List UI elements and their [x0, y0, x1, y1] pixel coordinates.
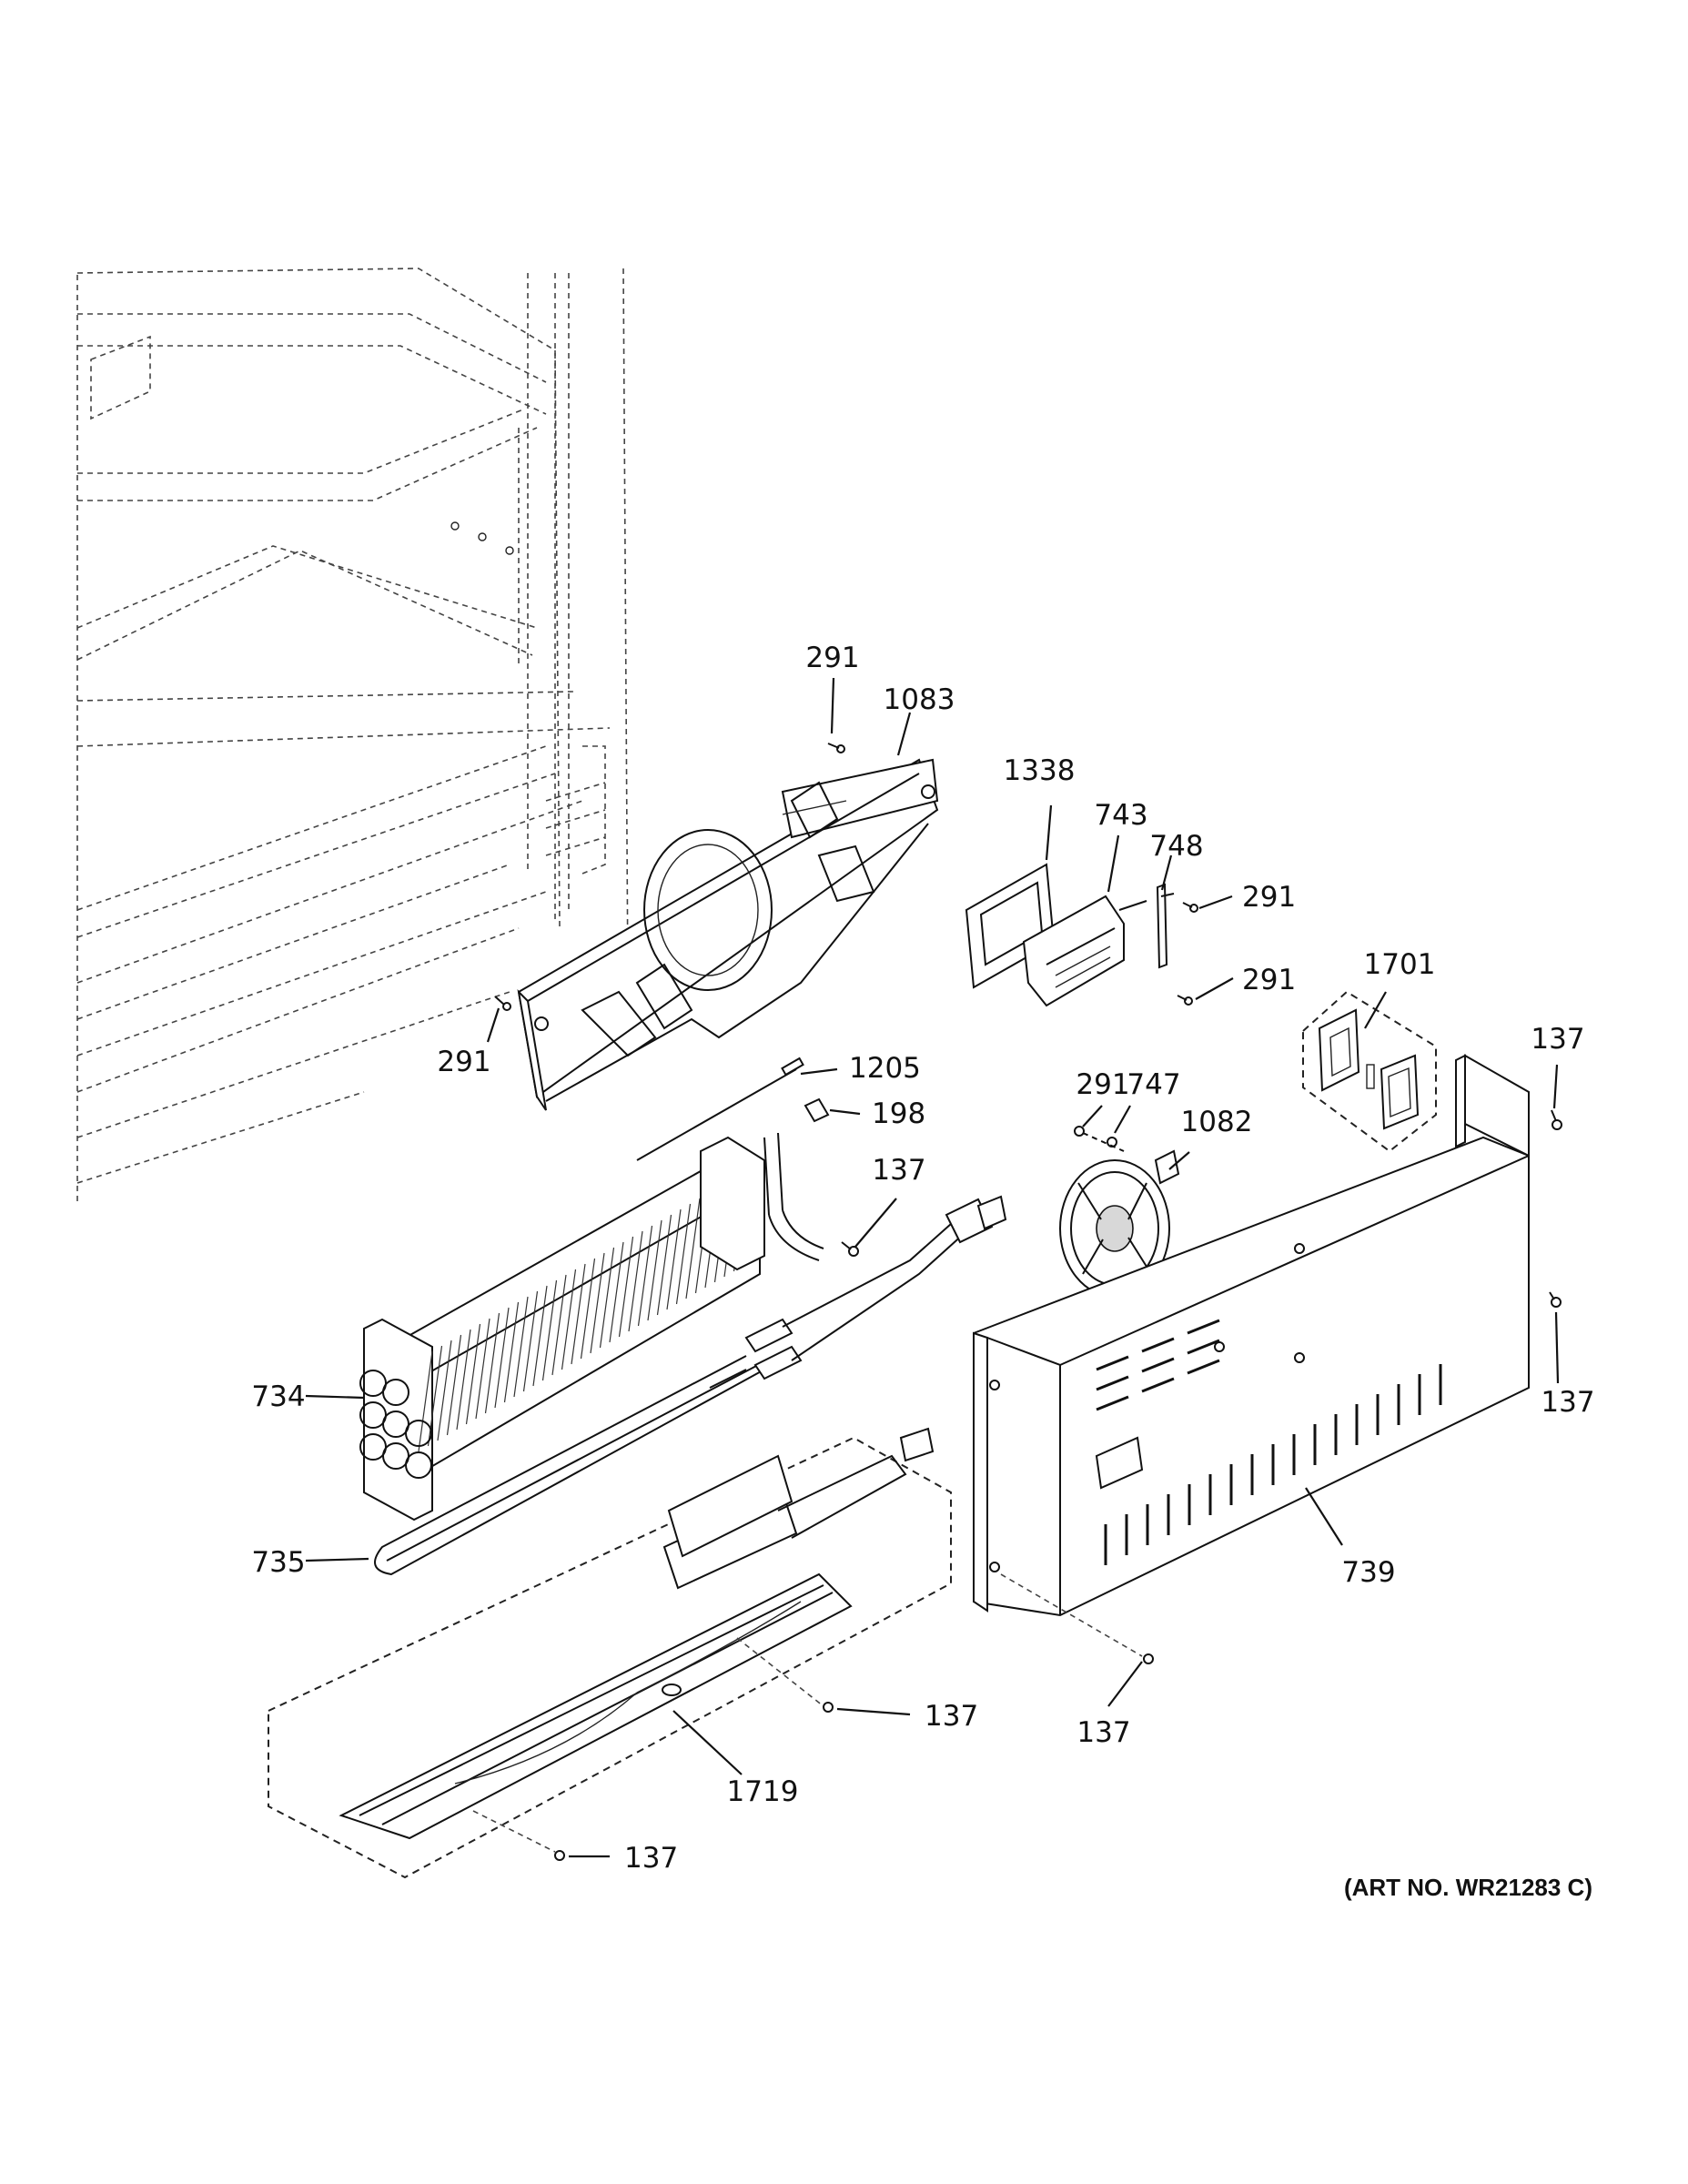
label-137-pan-top: 137: [925, 1700, 978, 1733]
label-1205: 1205: [849, 1052, 921, 1085]
coil-fin: [494, 1307, 510, 1409]
coil-fin: [475, 1318, 490, 1420]
screw-291-cover-left: [494, 996, 511, 1011]
part-labels: 291 1083 1338 743 748 291 291 1701 137 2…: [251, 642, 1594, 1875]
screw-137-top-right: [1551, 1109, 1562, 1130]
coil-fin: [656, 1214, 672, 1316]
cabinet-outline: [76, 268, 629, 1201]
evaporator-coil-734: [359, 1132, 824, 1522]
vent-slot: [1141, 1357, 1175, 1373]
vent-slot: [1141, 1377, 1175, 1393]
bracket-748: [1156, 883, 1175, 969]
vent-slot: [1141, 1337, 1175, 1353]
label-735: 735: [251, 1546, 305, 1579]
art-number: (ART NO. WR21283 C): [1344, 1874, 1592, 1901]
clip-198: [804, 1097, 830, 1123]
label-291-fan: 291: [1076, 1068, 1129, 1101]
defrost-heater-735: [374, 1195, 1007, 1576]
drain-pan-kit-1719: [268, 1427, 952, 1879]
kit-1701: [1302, 990, 1437, 1153]
label-734: 734: [251, 1380, 305, 1413]
coil-fin: [532, 1285, 548, 1387]
coil-fin: [647, 1219, 662, 1321]
screw-291-cover-top: [827, 743, 845, 753]
coil-fin: [609, 1241, 624, 1343]
vent-slot: [1187, 1359, 1220, 1375]
coil-fin: [628, 1230, 643, 1332]
coil-fin: [561, 1269, 577, 1370]
fan-shroud-739: [973, 1054, 1530, 1617]
label-137-evaporator: 137: [872, 1154, 925, 1187]
label-743: 743: [1094, 799, 1147, 832]
evaporator-cover: [517, 758, 939, 1111]
control-743: [1022, 895, 1147, 1007]
label-137-pan-bottom: 137: [624, 1842, 678, 1875]
coil-fin: [580, 1258, 596, 1360]
coil-fin: [590, 1252, 605, 1354]
label-1082: 1082: [1181, 1106, 1253, 1138]
label-1719: 1719: [727, 1775, 799, 1808]
label-291-bracket-top: 291: [1242, 881, 1296, 914]
coil-fin: [513, 1296, 529, 1398]
screw-291-bracket-top: [1182, 902, 1198, 913]
coil-fin: [484, 1312, 500, 1414]
label-137-shroud-bottom: 137: [1076, 1716, 1130, 1749]
coil-fin: [685, 1198, 701, 1299]
coil-fin: [551, 1274, 567, 1376]
label-1083: 1083: [884, 683, 955, 716]
screw-137-pan-bottom: [554, 1850, 565, 1861]
coil-fin: [456, 1329, 471, 1431]
screw-137-shroud-right: [1549, 1291, 1562, 1308]
coil-fin: [522, 1290, 539, 1392]
coil-fin: [446, 1334, 462, 1436]
fan-motor-1082: [1059, 1126, 1180, 1299]
screw-137-evaporator: [841, 1241, 859, 1257]
coil-fin: [666, 1208, 682, 1310]
label-1701: 1701: [1364, 948, 1436, 981]
coil-fin: [618, 1236, 634, 1338]
vent-slot: [1187, 1339, 1220, 1355]
label-198: 198: [872, 1097, 925, 1130]
label-291-cover-left: 291: [437, 1046, 490, 1078]
screw-137-pan-top: [823, 1702, 834, 1713]
label-291-bracket-bottom: 291: [1242, 964, 1296, 996]
label-291-cover-top: 291: [805, 642, 859, 674]
coil-fin: [503, 1301, 520, 1403]
leader-lines: [305, 677, 1560, 1858]
vent-slot: [1096, 1375, 1129, 1391]
vent-slot: [1096, 1395, 1129, 1411]
coil-fin: [675, 1203, 692, 1305]
coil-fin: [418, 1350, 433, 1452]
screw-291-bracket-bottom: [1177, 995, 1193, 1006]
thermistor-1205: [636, 1057, 804, 1161]
screw-137-shroud-bottom: [1000, 1573, 1154, 1664]
label-747: 747: [1127, 1068, 1180, 1101]
label-137-top-right: 137: [1531, 1023, 1584, 1056]
vent-slot: [1096, 1355, 1129, 1371]
vent-slot: [1187, 1319, 1220, 1335]
coil-fin: [599, 1247, 615, 1349]
coil-fin: [571, 1263, 586, 1365]
coil-fin: [541, 1279, 558, 1381]
label-739: 739: [1341, 1556, 1395, 1589]
coil-fin: [465, 1323, 481, 1425]
label-137-shroud-right: 137: [1541, 1386, 1594, 1419]
label-1338: 1338: [1004, 754, 1076, 787]
coil-fin: [637, 1225, 653, 1327]
shroud-vent-slots: [1096, 1319, 1442, 1565]
coil-fin: [437, 1340, 452, 1441]
label-748: 748: [1149, 830, 1203, 863]
